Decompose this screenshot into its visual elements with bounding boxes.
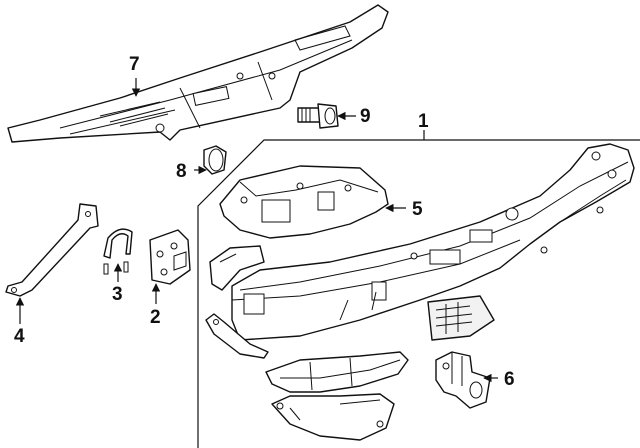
callout-6: 6 (504, 369, 515, 390)
callout-5: 5 (412, 199, 423, 220)
callout-8: 8 (176, 161, 187, 182)
step-insert (427, 295, 495, 341)
callout-3: 3 (112, 284, 123, 305)
part-8-plug (203, 145, 227, 175)
part-2-mounting-plate (149, 229, 191, 285)
end-bracket (209, 245, 265, 291)
callout-2: 2 (150, 307, 161, 328)
part-4-brace (5, 203, 99, 297)
part-6-hitch-bracket (435, 351, 491, 409)
callout-7: 7 (129, 54, 140, 75)
part-3-u-bolt (103, 228, 133, 275)
part-7-step-pad (7, 4, 389, 143)
lower-cover (271, 393, 395, 441)
callout-9: 9 (360, 106, 371, 127)
part-5-bracket (219, 165, 389, 239)
part-1-bumper (231, 143, 635, 341)
part-9-bolt (297, 103, 339, 129)
callout-leaders (15, 78, 498, 383)
lower-valance (265, 351, 409, 393)
lower-trim-strip (205, 313, 269, 359)
callout-1: 1 (418, 111, 429, 132)
callout-4: 4 (14, 326, 25, 347)
assembly-frame (197, 139, 640, 448)
